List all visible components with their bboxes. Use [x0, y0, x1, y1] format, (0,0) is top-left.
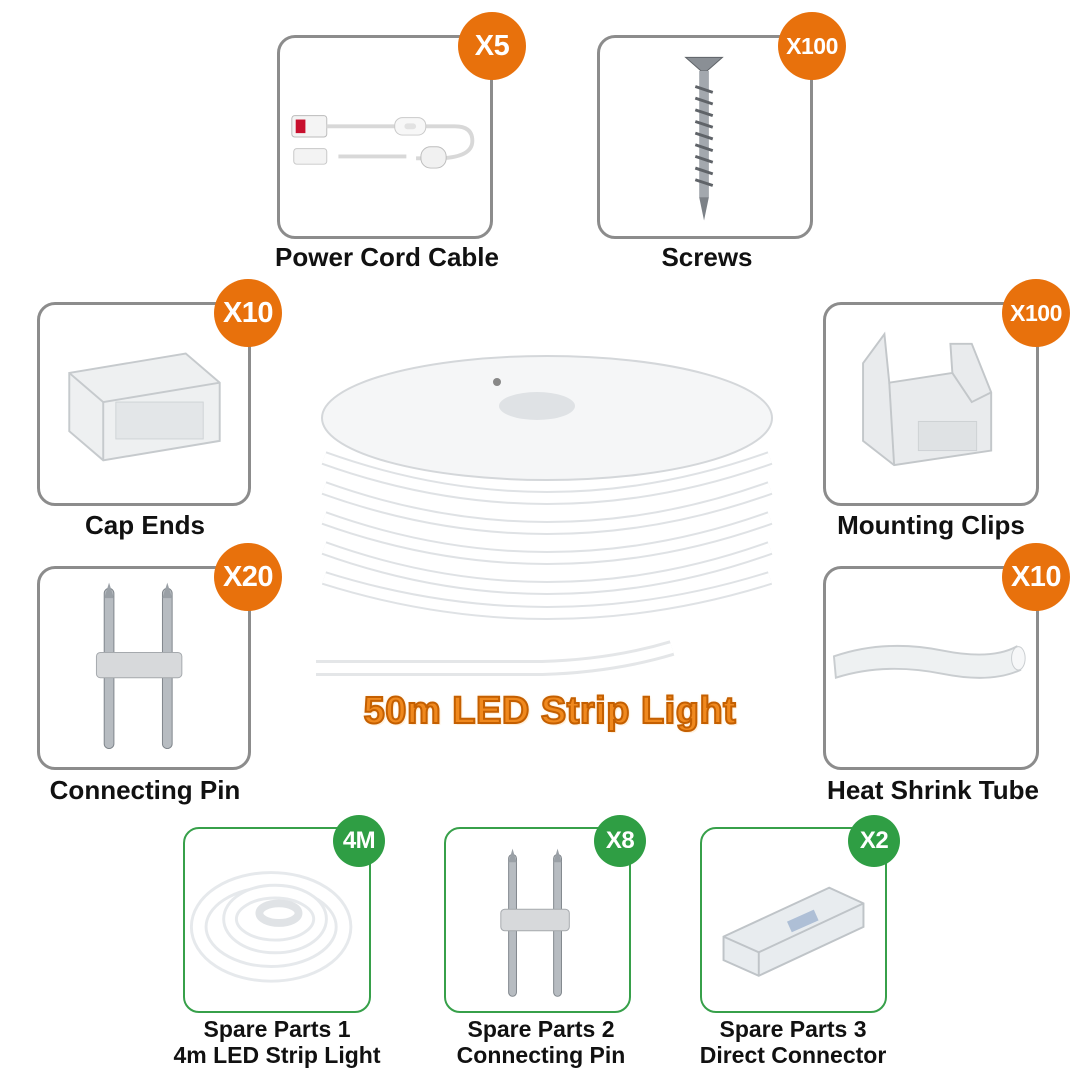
spare-parts-title: Spare Parts 2: [467, 1016, 615, 1042]
quantity-badge: X100: [778, 12, 846, 80]
quantity-badge: X10: [214, 279, 282, 347]
spare-parts-description: Connecting Pin: [456, 1042, 626, 1068]
led-strip-reel-image: [316, 355, 773, 676]
spare-parts-description: 4m LED Strip Light: [173, 1042, 381, 1068]
quantity-badge: X5: [458, 12, 526, 80]
spare-parts-3-label: Spare Parts 3 Direct Connector: [653, 1016, 933, 1068]
quantity-badge: X10: [1002, 543, 1070, 611]
connecting-pin-card: X20: [37, 543, 282, 770]
mounting-clips-label: Mounting Clips: [837, 510, 1025, 540]
spare-parts-title: Spare Parts 1: [203, 1016, 351, 1042]
heat-shrink-image: [832, 644, 1026, 679]
quantity-badge: X20: [214, 543, 282, 611]
power-cord-card: X5: [277, 12, 526, 239]
power-cord-label: Power Cord Cable: [275, 242, 499, 272]
spare-parts-1-card: 4M: [183, 815, 385, 1013]
quantity-badge: X100: [1002, 279, 1070, 347]
spare-parts-2-card: X8: [444, 815, 646, 1013]
connecting-pin-label: Connecting Pin: [49, 775, 241, 805]
spare-parts-2-label: Spare Parts 2 Connecting Pin: [401, 1016, 681, 1068]
spare-parts-3-card: X2: [700, 815, 900, 1013]
connecting-pin-image: [95, 582, 183, 750]
screws-label: Screws: [661, 242, 753, 272]
connecting-pin-image: [500, 848, 570, 997]
quantity-badge: 4M: [333, 815, 385, 867]
spare-parts-title: Spare Parts 3: [719, 1016, 867, 1042]
direct-connector-image: [722, 886, 865, 977]
screw-image: [684, 56, 724, 221]
screws-card: X100: [597, 12, 846, 239]
cap-end-image: [68, 352, 221, 462]
mounting-clip-image: [862, 331, 993, 467]
cap-ends-card: X10: [37, 279, 282, 506]
cap-ends-label: Cap Ends: [85, 510, 205, 540]
main-product-title: 50m LED Strip Light: [363, 689, 737, 733]
heat-shrink-card: X10: [823, 543, 1070, 770]
quantity-badge: X8: [594, 815, 646, 867]
mounting-clips-card: X100: [823, 279, 1070, 506]
spare-parts-description: Direct Connector: [699, 1042, 887, 1068]
heat-shrink-label: Heat Shrink Tube: [827, 775, 1039, 805]
power-cord-image: [291, 115, 475, 169]
quantity-badge: X2: [848, 815, 900, 867]
spare-parts-1-label: Spare Parts 1 4m LED Strip Light: [137, 1016, 417, 1068]
led-strip-coil-image: [189, 871, 353, 983]
